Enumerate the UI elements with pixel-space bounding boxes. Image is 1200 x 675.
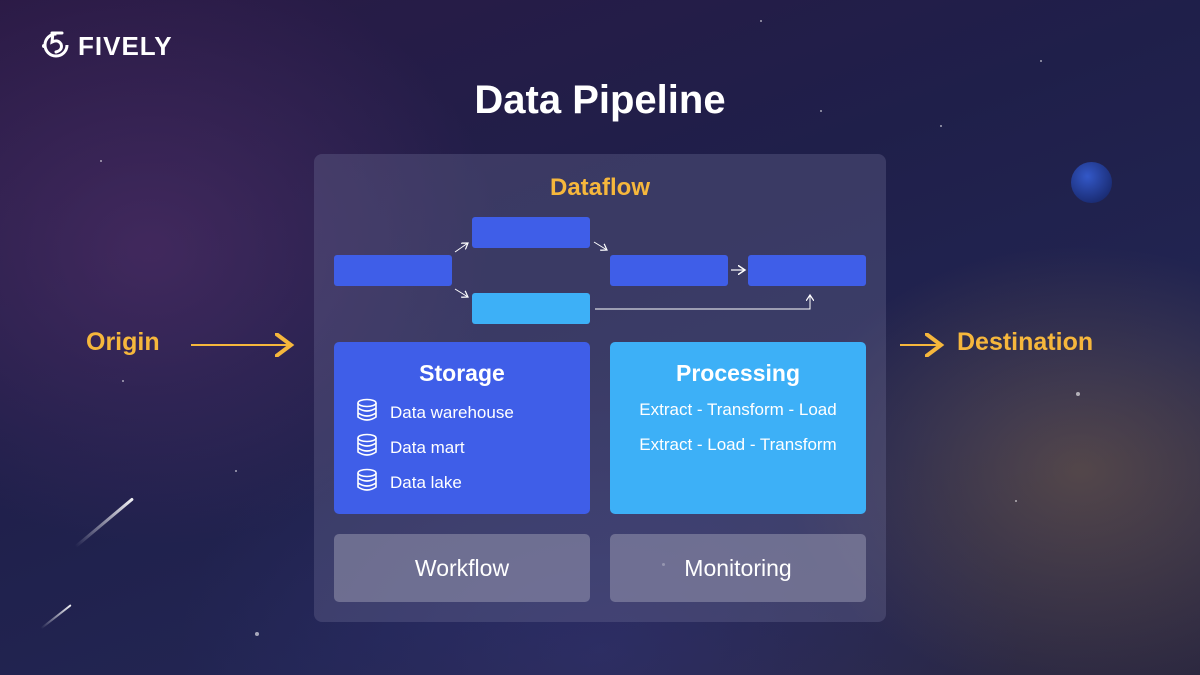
processing-card: Processing Extract - Transform - Load Ex… (610, 342, 866, 514)
destination-label: Destination (957, 328, 1094, 356)
planet (1071, 162, 1112, 203)
star (255, 632, 259, 636)
arrow-icon (593, 241, 607, 250)
dataflow-title: Dataflow (549, 174, 650, 201)
storage-item: Data lake (356, 468, 462, 497)
star (940, 125, 942, 127)
origin-label: Origin (86, 328, 160, 356)
storage-item: Data warehouse (356, 398, 514, 427)
storage-item-label: Data warehouse (390, 402, 514, 422)
dataflow-node-target (748, 255, 866, 286)
page-title: Data Pipeline (474, 78, 726, 122)
dataflow-node-middle (610, 255, 728, 286)
storage-card: Storage Data warehouse Data mart Data la… (334, 342, 590, 514)
storage-item-label: Data lake (390, 472, 462, 492)
processing-item: Extract - Load - Transform (639, 435, 837, 454)
processing-item: Extract - Transform - Load (639, 400, 837, 419)
star (820, 110, 822, 112)
star (122, 380, 124, 382)
star (235, 470, 237, 472)
dataflow-node-source (334, 255, 452, 286)
arrow-icon (595, 295, 810, 310)
dataflow-node-upper (472, 217, 590, 248)
database-icon (356, 433, 378, 462)
star (1040, 60, 1042, 62)
dataflow-node-lower (472, 293, 590, 324)
workflow-card: Workflow (334, 534, 590, 602)
star (1015, 500, 1017, 502)
star (100, 160, 102, 162)
logo-text: FIVELY (78, 30, 173, 61)
storage-title: Storage (419, 360, 505, 386)
storage-item: Data mart (356, 433, 465, 462)
processing-title: Processing (676, 360, 800, 386)
star (1076, 392, 1080, 396)
fively-logo[interactable]: FIVELY (40, 28, 173, 64)
database-icon (356, 398, 378, 427)
storage-item-label: Data mart (390, 437, 465, 457)
database-icon (356, 468, 378, 497)
arrow-icon (454, 288, 468, 297)
fively-5-icon (40, 27, 72, 66)
monitoring-card: Monitoring (610, 534, 866, 602)
arrow-icon (454, 243, 468, 253)
star (760, 20, 762, 22)
